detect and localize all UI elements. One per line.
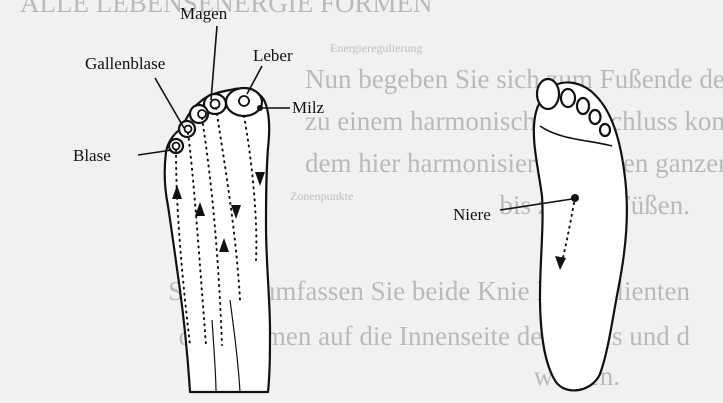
leader-magen <box>211 26 217 100</box>
label-milz: Milz <box>292 98 325 117</box>
reflex-point-blase <box>173 143 180 150</box>
reflex-point-gallenblase <box>185 126 192 133</box>
reflex-point-magen <box>211 100 220 109</box>
background-caption-1: Energieregulierung <box>330 41 422 55</box>
label-magen: Magen <box>180 4 228 23</box>
left-foot-top-view <box>138 26 290 392</box>
reflex-point-leber <box>239 96 249 106</box>
background-line-1: Nun begeben Sie sich zum Fußende der Mas… <box>305 64 723 94</box>
sole-big-toe <box>537 79 559 109</box>
leader-gallenblase <box>155 78 184 128</box>
sole-fourth-toe <box>590 110 601 124</box>
background-caption-2: Zonenpunkte <box>290 189 353 203</box>
label-blase: Blase <box>73 146 111 165</box>
label-niere: Niere <box>453 205 491 224</box>
reflex-point-milz <box>198 110 206 118</box>
sole-third-toe <box>577 98 589 114</box>
label-leber: Leber <box>253 46 293 65</box>
sole-little-toe <box>600 124 610 136</box>
background-line-3: dem hier harmonisieren Sie den ganzen Kr… <box>305 148 723 178</box>
label-gallenblase: Gallenblase <box>85 54 165 73</box>
reflex-point-niere <box>571 194 579 202</box>
milz-marker-dot <box>257 105 263 111</box>
sole-second-toe <box>561 89 575 107</box>
background-line-2: zu einem harmonischen Abschluss kommt, b… <box>305 106 723 136</box>
